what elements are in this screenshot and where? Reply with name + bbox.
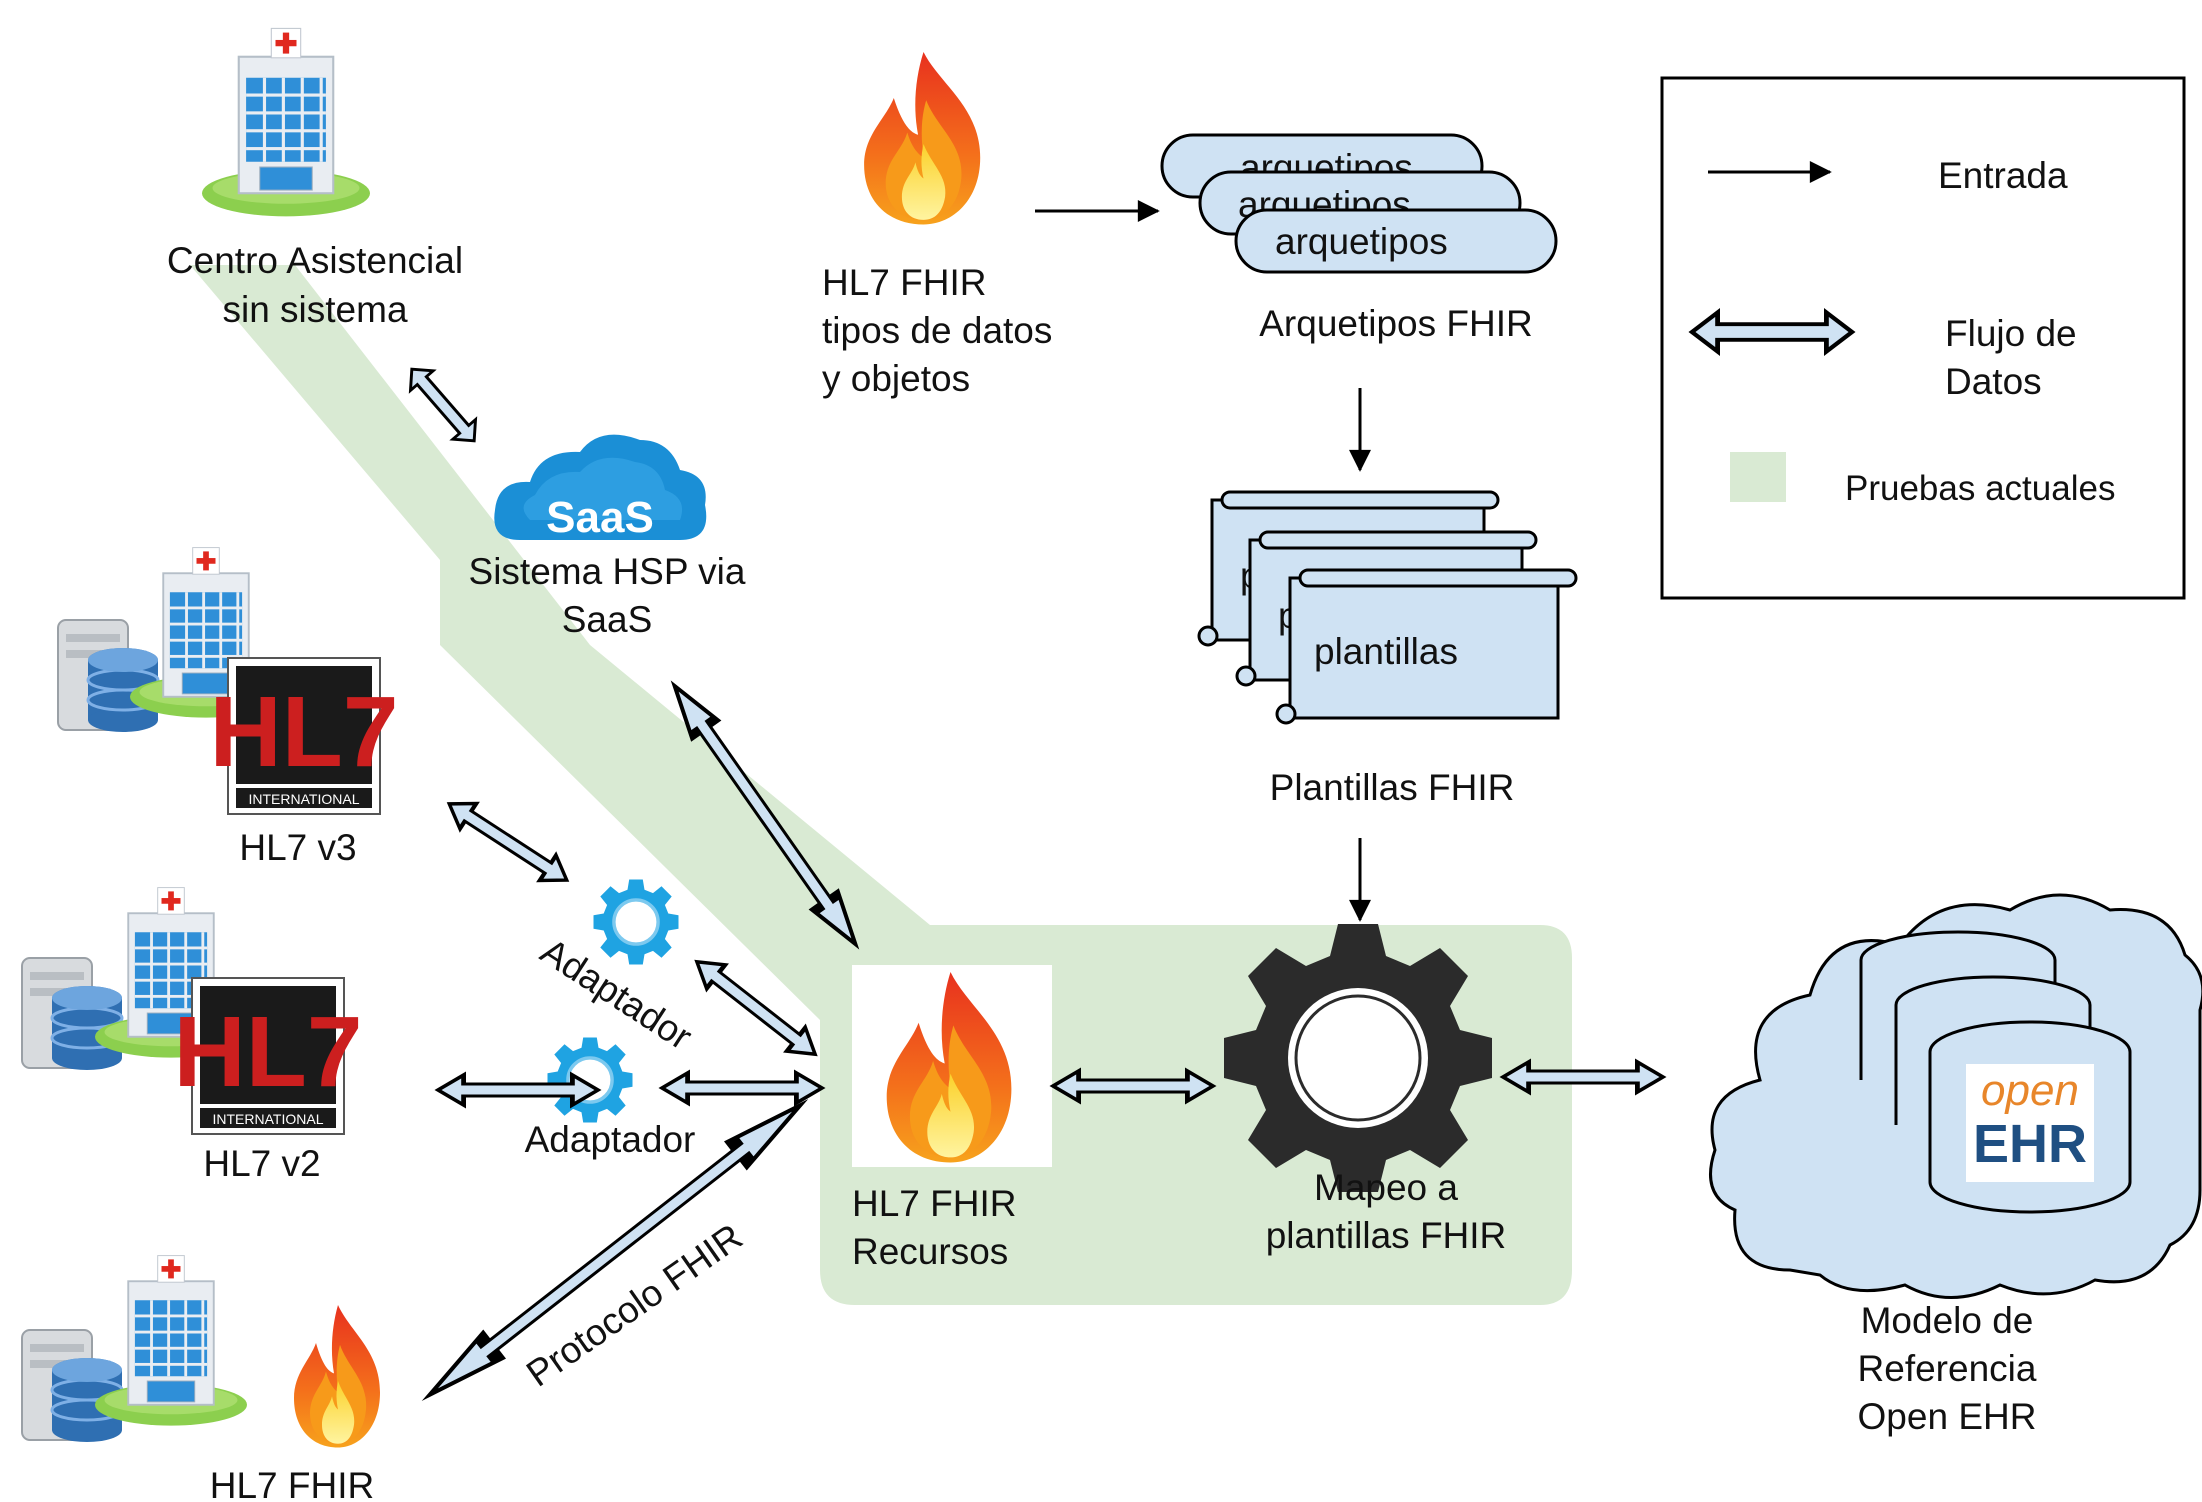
hl7-logo-subtext: INTERNATIONAL: [213, 1111, 324, 1127]
adapter-2-gear-icon: [545, 1035, 635, 1125]
hl7fhir-client-label: HL7 FHIR: [210, 1465, 374, 1502]
openehr-logo-open: open: [1981, 1066, 2079, 1115]
openehr-label-1: Modelo de: [1861, 1300, 2034, 1341]
hl7v3-client: HL7 INTERNATIONAL: [56, 546, 399, 815]
archetypes-caption: Arquetipos FHIR: [1259, 303, 1533, 344]
recursos-label-1: HL7 FHIR: [852, 1183, 1016, 1224]
adapter2-recursos-flow-arrow: [662, 1073, 822, 1103]
fhir-flame-icon: [294, 1305, 380, 1448]
openehr-cloud-icon: open EHR: [1709, 893, 2202, 1299]
archetype-item-text: arquetipos: [1275, 221, 1448, 262]
fhir-types-label-1: HL7 FHIR: [822, 262, 986, 303]
legend-tests-label: Pruebas actuales: [1845, 469, 2115, 508]
fhir-types-label-2: tipos de datos: [822, 310, 1052, 351]
hospital-icon: [200, 27, 372, 218]
openehr-label-3: Open EHR: [1858, 1396, 2037, 1437]
fhir-types-label-3: y objetos: [822, 358, 970, 399]
server-icon: [56, 618, 160, 734]
recursos-label-2: Recursos: [852, 1231, 1008, 1272]
mapping-label-2: plantillas FHIR: [1266, 1215, 1507, 1256]
openehr-logo-ehr: EHR: [1973, 1114, 2087, 1174]
hl7-logo-icon: HL7 INTERNATIONAL: [210, 657, 399, 815]
template-item-text: plantillas: [1314, 631, 1458, 672]
mapping-openehr-flow-arrow: [1503, 1062, 1663, 1092]
hl7-logo-text: HL7: [210, 676, 399, 788]
hl7fhir-client: [20, 1254, 380, 1448]
adapter-2-label: Adaptador: [525, 1119, 696, 1160]
saas-label-1: Sistema HSP via: [469, 551, 746, 592]
server-icon: [20, 1328, 124, 1444]
hl7v3-adapter-flow-arrow: [439, 789, 577, 895]
hl7v2-label: HL7 v2: [203, 1143, 320, 1184]
hl7-logo-text: HL7: [174, 996, 363, 1108]
saas-badge-text: SaaS: [546, 493, 654, 542]
legend: Entrada Flujo de Datos Pruebas actuales: [1660, 76, 2186, 600]
saas-label-2: SaaS: [562, 599, 653, 640]
centro-label-1: Centro Asistencial: [167, 240, 463, 281]
legend-input-label: Entrada: [1938, 155, 2068, 196]
templates-stack: plantillas plantillas plantillas: [1197, 490, 1578, 725]
server-icon: [20, 956, 124, 1072]
legend-flow-label-2: Datos: [1945, 361, 2042, 402]
saas-cloud-icon: SaaS: [494, 434, 707, 542]
archetypes-stack: arquetipos arquetipos arquetipos: [1160, 133, 1558, 274]
hl7v2-adapter-flow-arrow: [438, 1075, 598, 1105]
legend-flow-label-1: Flujo de: [1945, 313, 2077, 354]
hl7v2-client: HL7 INTERNATIONAL: [20, 886, 363, 1135]
openehr-label-2: Referencia: [1858, 1348, 2037, 1389]
hl7-logo-subtext: INTERNATIONAL: [249, 791, 360, 807]
mapping-gear-icon: [1224, 924, 1492, 1192]
templates-caption: Plantillas FHIR: [1270, 767, 1515, 808]
mapping-label-1: Mapeo a: [1314, 1167, 1458, 1208]
legend-tests-swatch: [1730, 452, 1786, 502]
hl7v3-label: HL7 v3: [239, 827, 356, 868]
centro-label-2: sin sistema: [222, 289, 407, 330]
adapter-1-gear-icon: [591, 877, 681, 967]
hl7-logo-icon: HL7 INTERNATIONAL: [174, 977, 363, 1135]
fhir-types-flame-icon: [864, 52, 981, 225]
hospital-icon: [94, 1254, 248, 1427]
